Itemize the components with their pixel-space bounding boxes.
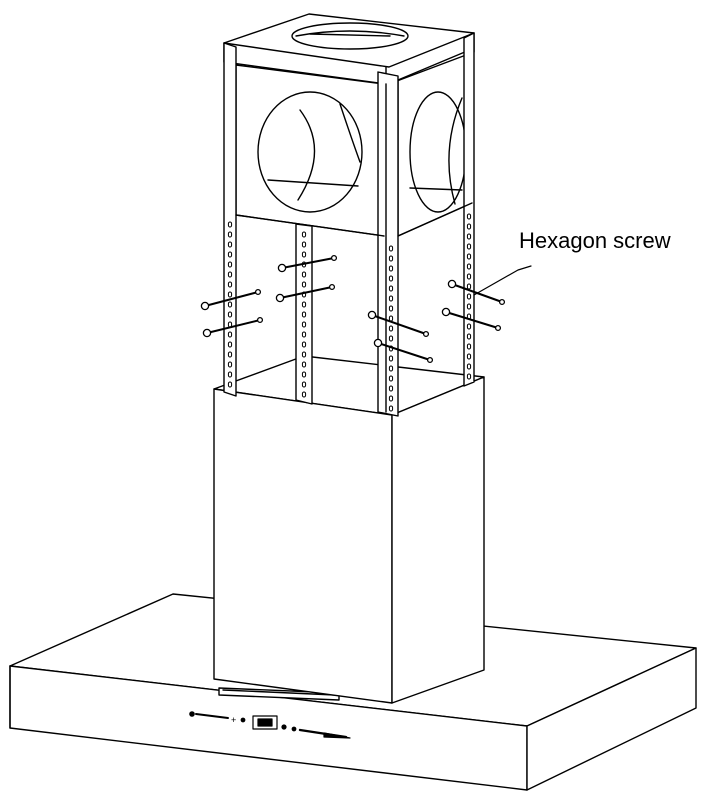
rail-hole [301,351,307,358]
rail-hole [301,271,307,278]
rail-hole [388,305,394,312]
rail-hole [227,381,233,388]
rail-hole [388,405,394,412]
rail-hole [227,341,233,348]
rail-hole [301,321,307,328]
rail-hole [466,233,472,240]
rail-hole [466,323,472,330]
rail-hole [227,231,233,238]
canopy-side [526,647,697,791]
rail-hole [466,333,472,340]
rail-hole [466,353,472,360]
hexagon-screw [200,288,262,311]
control-panel: + [189,711,351,739]
hexagon-screw [373,338,434,364]
rail-hole [466,373,472,380]
hexagon-screw [367,310,430,338]
rail-hole [227,351,233,358]
rail-back-right [463,32,475,387]
side-duct-opening [409,91,467,213]
rail-hole [227,251,233,258]
rail-hole [227,301,233,308]
rail-hole [388,295,394,302]
rail-hole [227,291,233,298]
rail-hole [301,281,307,288]
rail-hole [388,355,394,362]
rail-hole [301,371,307,378]
rail-hole [388,255,394,262]
rail-hole [466,303,472,310]
rail-hole [301,231,307,238]
rail-hole [388,395,394,402]
rail-hole [227,371,233,378]
hexagon-screw [441,307,502,332]
rail-hole [466,293,472,300]
rail-hole [388,265,394,272]
rail-hole [301,241,307,248]
rail-hole [466,223,472,230]
rail-hole [466,283,472,290]
rail-hole [227,331,233,338]
svg-text:+: + [231,715,236,725]
hexagon-screw [447,279,506,306]
rail-hole [388,335,394,342]
rail-hole [466,273,472,280]
rail-hole [388,275,394,282]
hexagon-screws [200,254,506,364]
rail-hole [301,301,307,308]
rail-hole [301,381,307,388]
rail-hole [301,251,307,258]
rail-hole [388,325,394,332]
rail-hole [227,261,233,268]
rail-hole [227,221,233,228]
rail-hole [227,311,233,318]
hexagon-screw [275,283,336,303]
rail-hole [227,271,233,278]
rail-hole [388,375,394,382]
rail-hole [301,311,307,318]
rail-hole [301,331,307,338]
lower-cover-side [391,376,485,704]
rail-hole [466,213,472,220]
hexagon-screw [277,254,338,273]
rail-hole [388,385,394,392]
light-strip [218,687,340,701]
rail-front-right [377,71,399,417]
rail-hole [301,341,307,348]
rail-hole [227,281,233,288]
rail-hole [466,253,472,260]
rail-front-left [223,42,237,397]
front-duct-opening [257,91,363,213]
rail-hole [388,365,394,372]
rail-hole [301,361,307,368]
upper-support-frame [223,13,475,417]
lower-chimney-cover [213,355,485,704]
lower-cover-front [213,388,393,704]
rail-hole [227,241,233,248]
rail-hole [466,363,472,370]
rail-hole [466,263,472,270]
rail-hole [388,285,394,292]
rail-hole [227,361,233,368]
hexagon-screw-label: Hexagon screw [519,228,671,253]
rail-hole [301,391,307,398]
rail-hole [466,343,472,350]
hexagon-screw [202,316,264,338]
callout-leader [473,265,532,296]
rail-hole [466,243,472,250]
rail-hole [388,245,394,252]
